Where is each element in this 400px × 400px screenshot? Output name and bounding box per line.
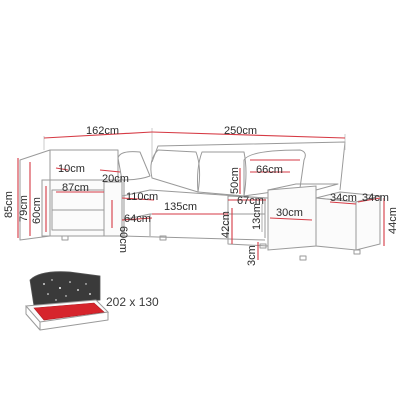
dim-cushion-height: 50cm <box>229 167 241 194</box>
dim-seat-thickness: 13cm <box>251 203 263 230</box>
dim-seat-length: 135cm <box>164 201 197 213</box>
dim-total-width-right: 250cm <box>224 125 257 137</box>
dim-ottoman-height: 44cm <box>387 207 399 234</box>
dim-ottoman-width-a: 34cm <box>330 192 357 204</box>
dim-total-width-left: 162cm <box>86 125 119 137</box>
dim-corner-depth: 67cm <box>237 195 264 207</box>
dim-total-height: 85cm <box>3 191 15 218</box>
dim-seat-depth-left: 64cm <box>124 213 151 225</box>
dim-ottoman-depth: 30cm <box>276 207 303 219</box>
dim-armrest-width: 20cm <box>102 173 129 185</box>
dim-storage-width: 87cm <box>62 182 89 194</box>
dimension-lines <box>17 128 385 260</box>
dim-cushion-width: 66cm <box>256 164 283 176</box>
bed-mattress <box>33 302 105 321</box>
dim-back-height: 79cm <box>18 195 30 222</box>
dim-leg-height: 3cm <box>246 245 258 266</box>
dim-ottoman-width-b: 34cm <box>362 192 389 204</box>
dim-seat-height: 60cm <box>117 226 129 253</box>
dim-arm-width-top: 10cm <box>58 163 85 175</box>
dim-seat-front-height: 42cm <box>220 211 232 238</box>
panel-pattern <box>43 279 91 301</box>
storage-panel <box>29 271 101 307</box>
bed-size-label: 202 x 130 <box>106 295 159 309</box>
dim-cabinet-height: 60cm <box>31 197 43 224</box>
sofa-outline <box>19 141 381 261</box>
bed-function-illustration: 202 x 130 <box>24 271 159 331</box>
dimension-labels: 162cm 250cm 85cm 79cm 60cm 10cm 20cm 87c… <box>3 125 399 266</box>
dim-chaise-depth: 110cm <box>126 191 158 203</box>
